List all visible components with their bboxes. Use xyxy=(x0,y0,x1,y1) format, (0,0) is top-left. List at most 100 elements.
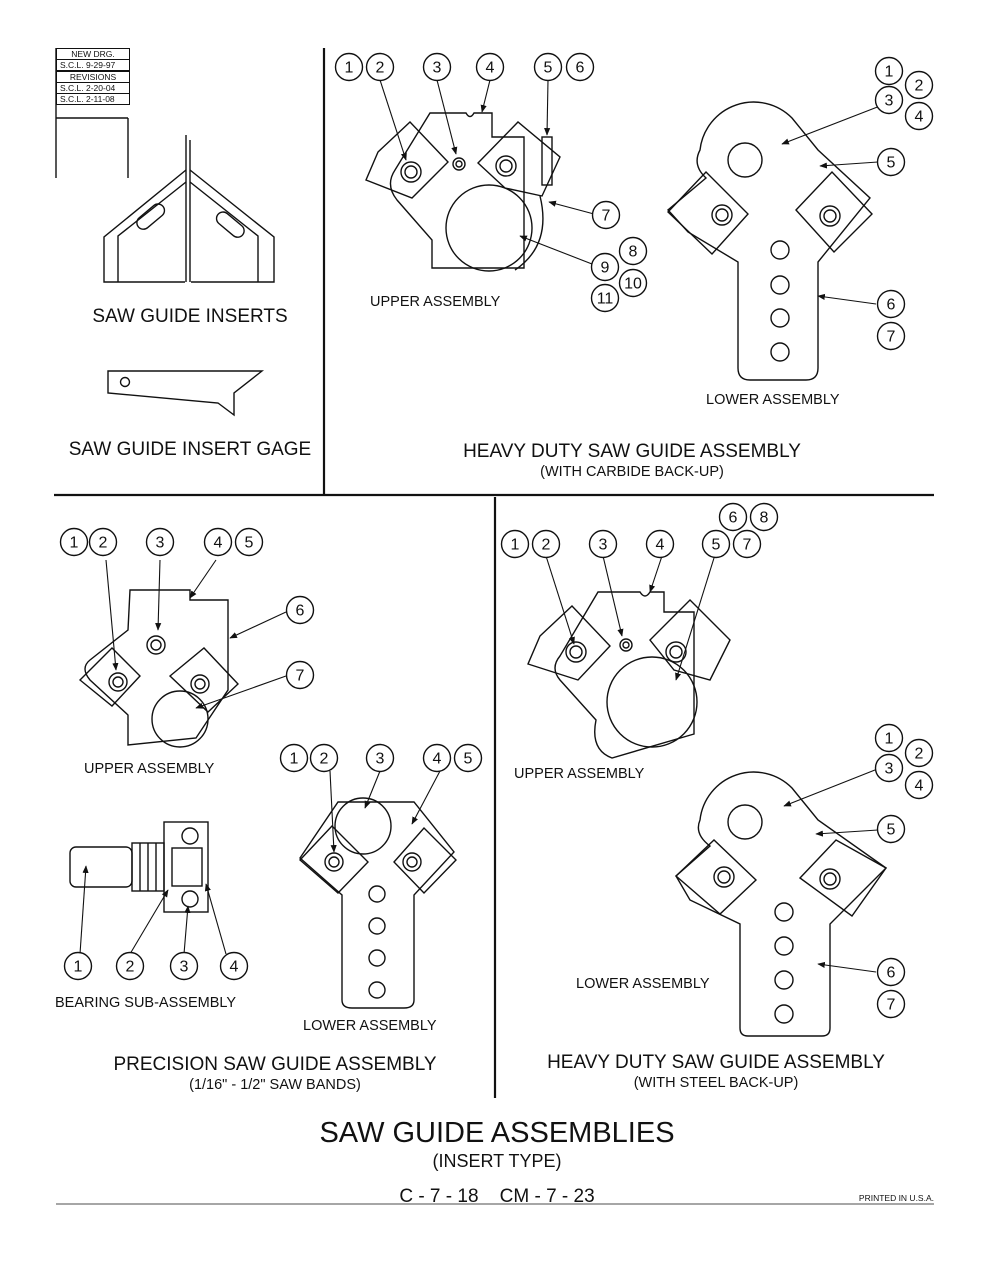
heavy-carbide-upper-callouts-number: 9 xyxy=(601,260,610,277)
precision-bearing-callouts-balloon xyxy=(219,951,249,981)
heavy-carbide-lower-callouts-balloon xyxy=(876,289,906,319)
page-subtitle: (INSERT TYPE) xyxy=(432,1151,561,1171)
precision-lower-callouts-number: 5 xyxy=(464,751,473,768)
carbide-upper-label: UPPER ASSEMBLY xyxy=(370,294,501,310)
heavy-steel-upper-callouts-balloon xyxy=(531,529,561,559)
heavy-steel-upper-callouts-balloon xyxy=(732,529,762,559)
precision-bearing-callouts-number: 2 xyxy=(126,959,135,976)
heavy-carbide-upper-callouts-balloon xyxy=(590,252,620,282)
heavy-steel-upper-callouts-balloon xyxy=(645,529,675,559)
heavy-carbide-upper-callouts-balloon xyxy=(591,200,621,230)
heavy-steel-upper-callouts-number: 4 xyxy=(656,537,665,554)
heavy-steel-upper-callouts-balloon xyxy=(500,529,530,559)
steel-lower-label: LOWER ASSEMBLY xyxy=(576,976,710,992)
precision-upper-callouts-number: 1 xyxy=(70,535,79,552)
heavy-carbide-lower-callouts-number: 4 xyxy=(915,109,924,126)
precision-upper-callouts-balloon xyxy=(203,527,233,557)
heavy-steel-lower-callouts-balloon xyxy=(876,957,906,987)
steel-upper-label: UPPER ASSEMBLY xyxy=(514,766,645,782)
precision-upper-callouts-balloon xyxy=(59,527,89,557)
precision-upper-callouts-balloon xyxy=(145,527,175,557)
heavy-carbide-lower-drawing xyxy=(666,101,873,381)
heavy-steel-lower-callouts-balloon xyxy=(874,723,904,753)
heavy-steel-lower-callouts-number: 2 xyxy=(915,746,924,763)
heavy-steel-lower-callouts-number: 6 xyxy=(887,965,896,982)
heavy-carbide-lower-callouts-number: 6 xyxy=(887,297,896,314)
precision-lower-callouts-balloon xyxy=(309,743,339,773)
precision-lower-drawing xyxy=(298,797,457,1009)
precision-bearing-callouts-balloon xyxy=(169,951,199,981)
heavy-steel-lower-callouts-balloon xyxy=(876,814,906,844)
precision-lower-callouts-balloon xyxy=(279,743,309,773)
heavy-steel-upper-callouts-balloon xyxy=(701,529,731,559)
heavy-carbide-lower-callouts-balloon xyxy=(876,147,906,177)
heavy-carbide-lower-callouts-number: 3 xyxy=(885,93,894,110)
page-title: SAW GUIDE ASSEMBLIES xyxy=(319,1117,674,1149)
heavy-carbide-upper-callouts-balloon xyxy=(590,283,620,313)
heavy-steel-upper-callouts-number: 2 xyxy=(542,537,551,554)
precision-lower-callouts-number: 2 xyxy=(320,751,329,768)
heavy-carbide-upper-callouts-number: 3 xyxy=(433,60,442,77)
precision-lower-callouts-balloon xyxy=(422,743,452,773)
precision-upper-callouts-number: 6 xyxy=(296,603,305,620)
heavy-steel-lower-callouts-balloon xyxy=(904,770,934,800)
precision-upper-callouts-number: 5 xyxy=(245,535,254,552)
heavy-steel-upper-callouts-number: 3 xyxy=(599,537,608,554)
bearing-sub-assembly-label: BEARING SUB-ASSEMBLY xyxy=(55,995,236,1011)
heavy-carbide-upper-callouts-balloon xyxy=(565,52,595,82)
heavy-carbide-upper-callouts-number: 7 xyxy=(602,208,611,225)
precision-bearing-callouts-number: 3 xyxy=(180,959,189,976)
heavy-carbide-upper-callouts-number: 8 xyxy=(629,244,638,261)
heavy-steel-lower-callouts-balloon xyxy=(904,738,934,768)
revision-frame xyxy=(55,48,129,178)
precision-lower-callouts-number: 3 xyxy=(376,751,385,768)
carbide-lower-label: LOWER ASSEMBLY xyxy=(706,392,840,408)
page-reference: C - 7 - 18 CM - 7 - 23 xyxy=(399,1186,594,1207)
carbide-subtitle: (WITH CARBIDE BACK-UP) xyxy=(540,464,724,480)
heavy-carbide-lower-callouts-number: 5 xyxy=(887,155,896,172)
revision-2: S.C.L. 2-11-08 xyxy=(60,94,115,104)
revisions-label: REVISIONS xyxy=(57,71,129,83)
new-drg-label: NEW DRG. xyxy=(57,49,129,60)
heavy-steel-upper-callouts-number: 7 xyxy=(743,537,752,554)
heavy-steel-lower-callouts-number: 5 xyxy=(887,822,896,839)
precision-bearing-callouts-number: 4 xyxy=(230,959,239,976)
precision-lower-callouts-balloon xyxy=(453,743,483,773)
heavy-carbide-upper-callouts-balloon xyxy=(618,268,648,298)
carbide-title: HEAVY DUTY SAW GUIDE ASSEMBLY xyxy=(463,441,801,462)
precision-upper-callouts-number: 2 xyxy=(99,535,108,552)
heavy-carbide-upper-callouts-number: 10 xyxy=(624,276,642,293)
heavy-carbide-upper-callouts-number: 6 xyxy=(576,60,585,77)
revision-block: NEW DRG. S.C.L. 9-29-97 REVISIONS S.C.L.… xyxy=(56,48,130,105)
precision-upper-callouts-balloon xyxy=(285,595,315,625)
new-drg-value: S.C.L. 9-29-97 xyxy=(57,60,129,71)
precision-title: PRECISION SAW GUIDE ASSEMBLY xyxy=(113,1054,436,1075)
heavy-carbide-lower-callouts-balloon xyxy=(874,56,904,86)
precision-upper-callouts-number: 3 xyxy=(156,535,165,552)
bearing-sub-assembly-drawing xyxy=(69,821,209,913)
heavy-carbide-lower-callouts-balloon xyxy=(904,101,934,131)
heavy-steel-lower-callouts-balloon xyxy=(874,753,904,783)
heavy-carbide-upper-callouts-balloon xyxy=(422,52,452,82)
revision-1: S.C.L. 2-20-04 xyxy=(57,83,129,94)
heavy-carbide-upper-callouts-number: 2 xyxy=(376,60,385,77)
heavy-steel-upper-callouts-balloon xyxy=(749,502,779,532)
heavy-steel-lower-callouts-number: 7 xyxy=(887,997,896,1014)
heavy-carbide-lower-callouts-balloon xyxy=(876,321,906,351)
precision-bearing-callouts-number: 1 xyxy=(74,959,83,976)
heavy-carbide-upper-callouts-number: 5 xyxy=(544,60,553,77)
heavy-steel-lower-drawing xyxy=(674,771,888,1037)
heavy-steel-lower-callouts-number: 3 xyxy=(885,761,894,778)
saw-guide-inserts-title: SAW GUIDE INSERTS xyxy=(92,306,287,327)
heavy-steel-upper-drawing xyxy=(527,591,731,759)
steel-subtitle: (WITH STEEL BACK-UP) xyxy=(634,1075,799,1091)
precision-upper-callouts-number: 7 xyxy=(296,668,305,685)
precision-bearing-callouts-balloon xyxy=(63,951,93,981)
insert-gage-title: SAW GUIDE INSERT GAGE xyxy=(69,439,311,460)
heavy-carbide-lower-callouts-number: 1 xyxy=(885,64,894,81)
leader-lines xyxy=(79,79,881,973)
heavy-carbide-upper-callouts-balloon xyxy=(533,52,563,82)
heavy-steel-upper-callouts-number: 5 xyxy=(712,537,721,554)
